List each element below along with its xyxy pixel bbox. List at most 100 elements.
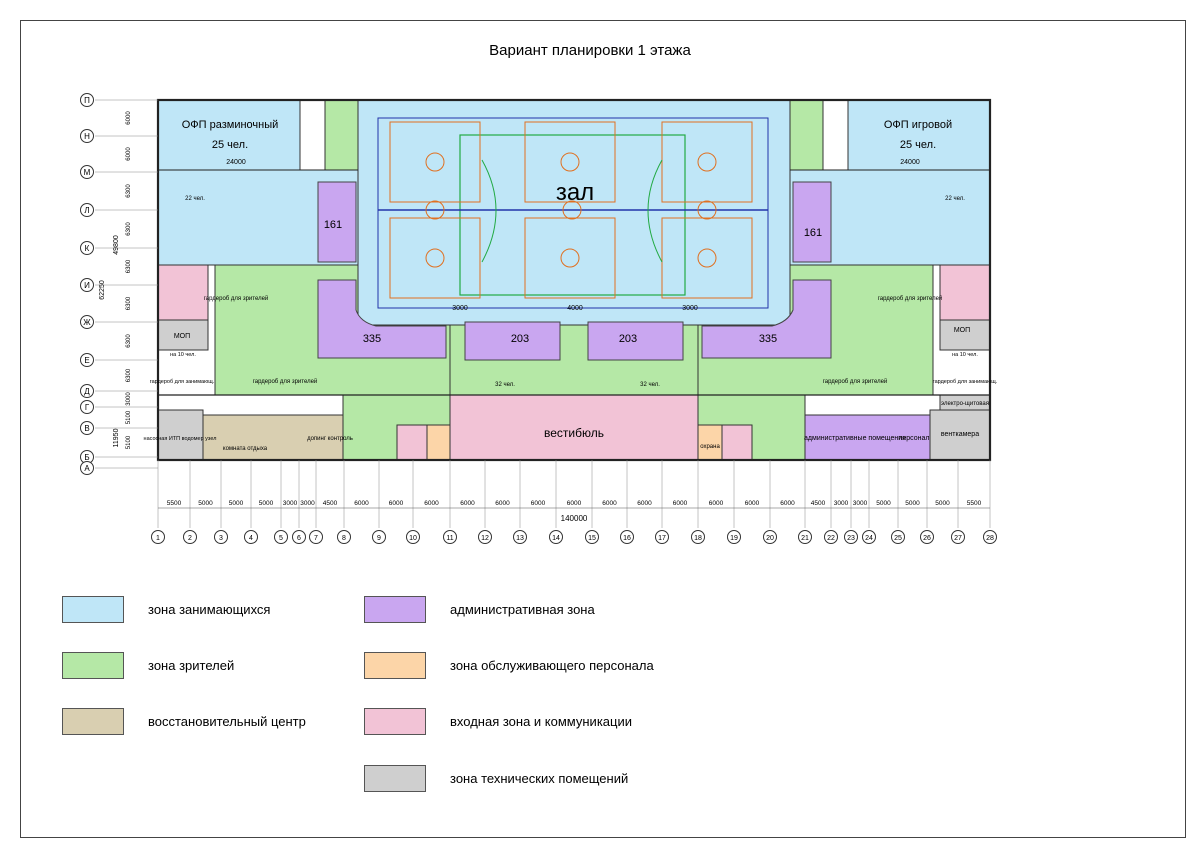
vestibule-label: вестибюль [544,426,604,440]
ofp-left-room[interactable] [157,99,301,171]
row-axis-label: Б [84,453,89,462]
dim-3000-a: 3000 [452,305,468,312]
col-axis-circle [513,530,527,544]
col-axis-circle [214,530,228,544]
tribune-center-right[interactable] [587,321,684,361]
walls-layer [156,98,992,462]
lockers-cap-left: 22 чел. [185,196,205,202]
col-span-dim: 5000 [876,500,891,507]
row-axis-label: И [84,281,90,290]
ofp-left-label: ОФП разминочный [182,119,279,131]
col-axis-circle [655,530,669,544]
row-span-dims: 6000600063006300630063006300630030005100… [126,111,132,450]
col-span-dim: 6000 [673,500,688,507]
col-span-dim: 5000 [198,500,213,507]
col-axis-label: 11 [446,535,453,542]
recovery-center[interactable] [202,414,344,461]
row-span-dim: 6300 [126,259,132,273]
seats-left-top: 161 [324,219,342,231]
dim-left-inner: 49800 [113,235,120,255]
itp-room[interactable] [157,409,204,461]
stair-top-left [324,99,359,171]
labels-layer: ОФП разминочный 25 чел. ОФП игровой 25 ч… [99,119,998,523]
col-span-dim: 6000 [709,500,724,507]
row-axis-circle [80,384,94,398]
security-room[interactable] [697,424,723,461]
col-span-dim: 3000 [283,500,298,507]
stair-side-right [939,264,991,321]
col-axis-label: 6 [297,535,301,542]
col-span-dim: 3000 [300,500,315,507]
col-axis-circle [585,530,599,544]
col-span-dim: 4500 [323,500,338,507]
col-axis-label: 18 [694,535,702,542]
row-axis-circle [80,400,94,414]
col-axis-label: 17 [658,535,666,542]
drawing-frame [20,20,1186,838]
col-axis-label: 12 [481,535,489,542]
garderob-left-label: гардероб для зрителей [204,295,269,302]
tribunes-layer [317,181,832,361]
dim-24000-l: 24000 [226,159,246,166]
ofp-right-cap: 25 чел. [900,139,936,151]
hall-floor[interactable] [357,99,791,326]
col-span-dim: 5500 [167,500,182,507]
col-span-dim: 6000 [354,500,369,507]
col-span-dim: 6000 [389,500,404,507]
col-span-dim: 6000 [495,500,510,507]
col-axis-circle [443,530,457,544]
staff-room-left[interactable] [426,424,451,461]
col-span-dim: 6000 [460,500,475,507]
col-axis-circle [274,530,288,544]
col-axis-label: 26 [923,535,931,542]
security-label: охрана [700,444,720,450]
stair-bottom-right [721,424,753,461]
mop-right-room[interactable] [939,319,991,351]
bench-cap-right: 32 чел. [640,382,660,388]
row-span-dim: 6300 [126,222,132,236]
col-axis-label: 23 [847,535,855,542]
col-axis-label: 14 [552,535,560,542]
admin-rooms[interactable] [804,414,931,461]
stair-bottom-left [396,424,428,461]
admin-label: административные помещения [804,435,906,442]
stair-top-right [789,99,824,171]
garderob-right-label: гардероб для зрителей [878,295,943,302]
col-axis-label: 7 [314,535,318,542]
col-axis-label: 13 [516,535,524,542]
col-axis-circle [844,530,858,544]
row-axis-label: Д [84,387,90,396]
col-span-dim: 5000 [259,500,274,507]
mop-left-room[interactable] [157,319,209,351]
col-axis-label: 2 [188,535,192,542]
col-axis-circle [309,530,323,544]
col-axis-circle [798,530,812,544]
row-axis-label: М [84,168,91,177]
dim-total: 140000 [561,514,588,523]
dim-24000-r: 24000 [900,159,920,166]
col-axis-label: 5 [279,535,283,542]
tribune-center-left[interactable] [464,321,561,361]
col-axis-circle [620,530,634,544]
col-span-dim: 6000 [637,500,652,507]
hall-label: зал [556,179,594,206]
row-axis-label: Г [85,403,90,412]
lockers-cap-right: 22 чел. [945,196,965,202]
col-axis-circle [337,530,351,544]
col-axis-label: 19 [730,535,738,542]
col-span-dim: 5000 [905,500,920,507]
col-axis-label: 15 [588,535,596,542]
row-span-dim: 5100 [126,410,132,424]
col-axis-label: 25 [894,535,902,542]
tribune-left-bottom[interactable] [317,279,447,359]
tribune-right-top[interactable] [792,181,832,263]
dressing-10-right: на 10 чел. [952,352,978,358]
col-span-dim: 3000 [834,500,849,507]
dim-4000: 4000 [567,305,583,312]
vestibule-room[interactable] [449,394,699,461]
tribune-left-top[interactable] [317,181,357,263]
tribune-right-bottom[interactable] [701,279,832,359]
